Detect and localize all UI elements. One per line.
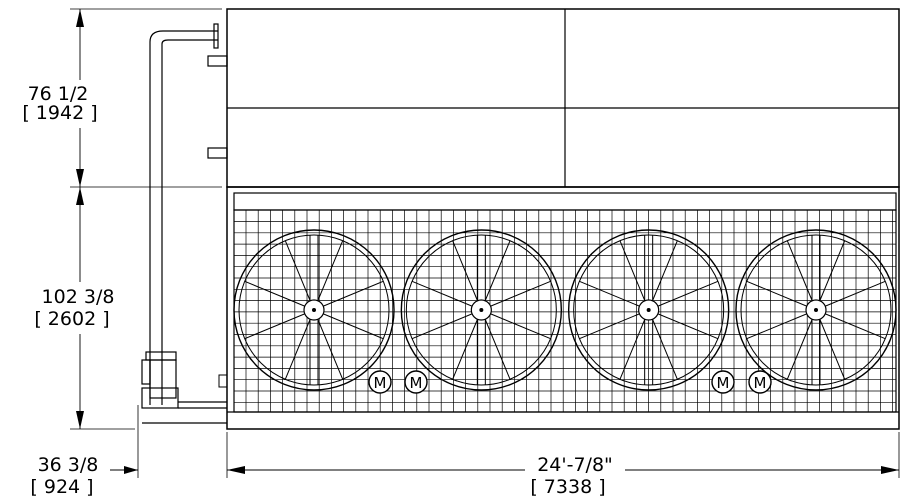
upper-height-imperial: 76 1/2 xyxy=(28,83,89,105)
fan xyxy=(233,229,395,391)
motor-symbol: M xyxy=(368,370,392,394)
pipe-offset-metric: [ 924 ] xyxy=(30,476,93,498)
pipe-offset-imperial: 36 3/8 xyxy=(38,454,99,476)
fan xyxy=(567,229,730,391)
upper-height-metric: [ 1942 ] xyxy=(22,102,97,124)
svg-text:M: M xyxy=(410,374,423,392)
lower-height-metric: [ 2602 ] xyxy=(34,308,109,330)
total-length-metric: [ 7338 ] xyxy=(530,476,605,498)
motor-symbol: M xyxy=(748,370,772,394)
motor-symbol: M xyxy=(404,370,428,394)
svg-text:M: M xyxy=(754,374,767,392)
dimension-lines xyxy=(70,8,900,478)
fan xyxy=(400,229,563,391)
fan xyxy=(735,229,897,391)
total-length-imperial: 24'-7/8" xyxy=(537,454,613,476)
pipe-assembly xyxy=(141,23,228,424)
svg-text:M: M xyxy=(717,374,730,392)
motor-symbol: M xyxy=(711,370,735,394)
svg-text:M: M xyxy=(374,374,387,392)
lower-height-imperial: 102 3/8 xyxy=(42,286,115,308)
dimension-labels: 76 1/2 [ 1942 ] 102 3/8 [ 2602 ] 36 3/8 … xyxy=(22,83,612,498)
fan-guard-grid xyxy=(234,210,896,412)
upper-housing xyxy=(226,8,900,188)
